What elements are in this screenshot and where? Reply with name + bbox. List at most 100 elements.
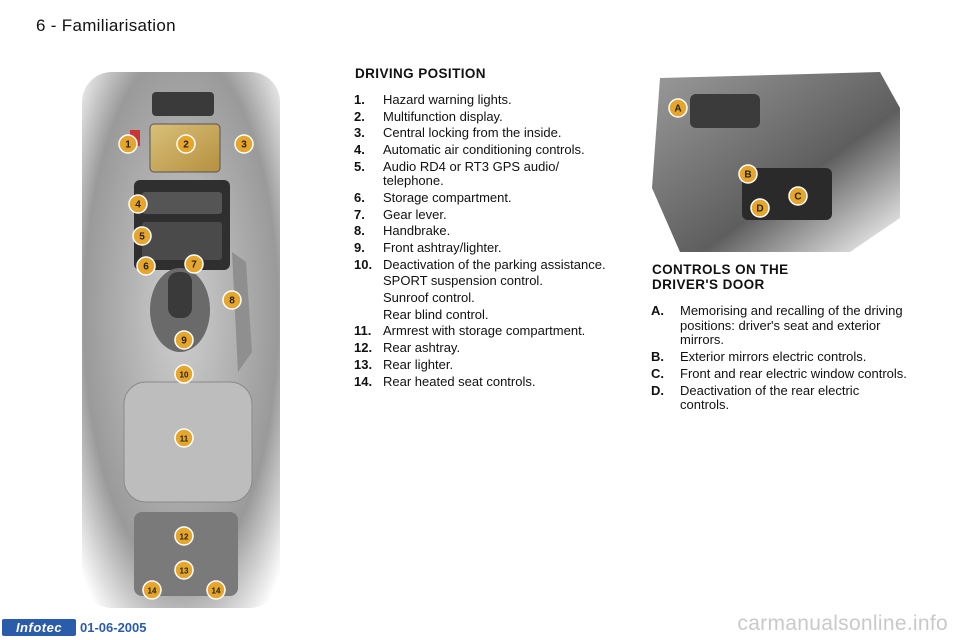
callout-badge: 1 [118,134,138,154]
callout-label: 14 [148,587,157,596]
list-item: 2. Multifunction display. [354,108,614,125]
callout-badge: 8 [222,290,242,310]
item-text: Memorising and recalling of the driving … [680,303,903,347]
callout-circle [174,428,194,448]
list-item: 8. Handbrake. [354,224,614,239]
handbrake [232,252,252,372]
item-number: A. [651,303,664,318]
callout-circle [176,134,196,154]
item-number: C. [651,365,664,381]
item-number: 9. [354,240,365,255]
item-text: Exterior mirrors electric controls. [680,348,867,364]
item-text: Storage compartment. [383,189,512,205]
item-text: Deactivation of the rear electric contro… [680,382,860,413]
door-controls-list: A. Memorising and recalling of the drivin… [651,303,911,415]
item-text: Rear lighter. [383,356,454,372]
item-number: 2. [354,108,365,124]
door-photo: A B C D [652,72,900,252]
ac-panel [142,192,222,214]
list-item: 12. Rear ashtray. [354,341,614,356]
header-separator: - [45,16,62,35]
callout-label: 2 [183,140,189,151]
list-item: D. Deactivation of the rear electric cont… [651,382,911,413]
callout-label: 13 [180,567,189,576]
door-callouts: A B C D [668,98,808,218]
list-subitem: SPORT suspension control. [383,273,543,289]
item-number: D. [651,382,664,398]
callout-label: 6 [143,262,149,273]
page-number: 6 [36,16,46,35]
callout-circle [118,134,138,154]
list-item: C.Front and rear electric window control… [651,365,911,382]
item-number: B. [651,348,664,364]
callout-circle [788,186,808,206]
callout-badge: 9 [174,330,194,350]
callout-badge: 11 [174,428,194,448]
item-number: 10. [354,256,373,272]
list-item: 7.Gear lever. [354,206,614,223]
chapter-title: Familiarisation [61,16,176,35]
list-item: 11.Armrest with storage compartment. [354,324,614,339]
item-number: 5. [354,158,365,174]
callout-badge: 7 [184,254,204,274]
callout-badge: 14 [142,580,162,600]
list-item: 10.Deactivation of the parking assistanc… [354,256,614,273]
item-number: 7. [354,206,365,222]
callout-circle [128,194,148,214]
driving-position-list: 1.Hazard warning lights.2.Multifunction … [354,92,614,391]
list-item: A. Memorising and recalling of the drivin… [651,303,911,348]
list-item: 13.Rear lighter. [354,356,614,373]
callout-label: 8 [229,296,235,307]
item-text: Rear ashtray. [383,340,461,356]
item-number: 3. [354,125,365,141]
callout-label: 9 [181,336,187,347]
list-subitem: Sunroof control. [383,290,475,306]
callout-label: C [794,192,801,203]
list-item: 9. Front ashtray/lighter. [354,240,614,256]
item-text: Front ashtray/lighter. [383,240,502,255]
item-number: 11. [354,323,372,339]
callout-label: 12 [180,533,189,542]
callout-label: 11 [180,435,189,444]
list-subitem: Rear blind control. [383,306,489,322]
callout-circle [738,164,758,184]
callout-badge: 12 [174,526,194,546]
list-item: 6. Storage compartment. [354,189,614,206]
gear-knob [168,272,192,318]
list-item: 3.Central locking from the inside. [354,126,614,141]
list-item: 5. Audio RD4 or RT3 GPS audio/ telephone. [354,158,614,189]
callout-label: D [756,204,763,215]
callout-circle [136,256,156,276]
callout-circle [174,364,194,384]
callout-badge: B [738,164,758,184]
page-header: 6 - Familiarisation [36,16,176,36]
item-number: 14. [354,373,373,389]
radio-panel [142,222,222,260]
callout-badge: 3 [234,134,254,154]
callout-badge: A [668,98,688,118]
callout-label: 3 [241,140,247,151]
item-number: 8. [354,223,365,239]
callout-label: 10 [180,371,189,380]
item-text: Audio RD4 or RT3 GPS audio/ telephone. [383,158,560,189]
callout-circle [206,580,226,600]
rear-console [134,512,238,596]
dash-vent [152,92,214,116]
item-text: Automatic air conditioning controls. [383,142,585,158]
infotec-logo: Infotec [2,619,76,636]
item-text: Multifunction display. [383,108,503,124]
callout-badge: D [750,198,770,218]
callout-circle [222,290,242,310]
callout-circle [668,98,688,118]
callout-badge: 13 [174,560,194,580]
callout-circle [174,330,194,350]
callout-circle [174,526,194,546]
callout-label: 7 [191,260,197,271]
item-number: 4. [354,142,365,158]
callout-badge: C [788,186,808,206]
item-text: Handbrake. [383,223,451,239]
item-number: 6. [354,189,365,205]
item-number: 12. [354,340,373,356]
